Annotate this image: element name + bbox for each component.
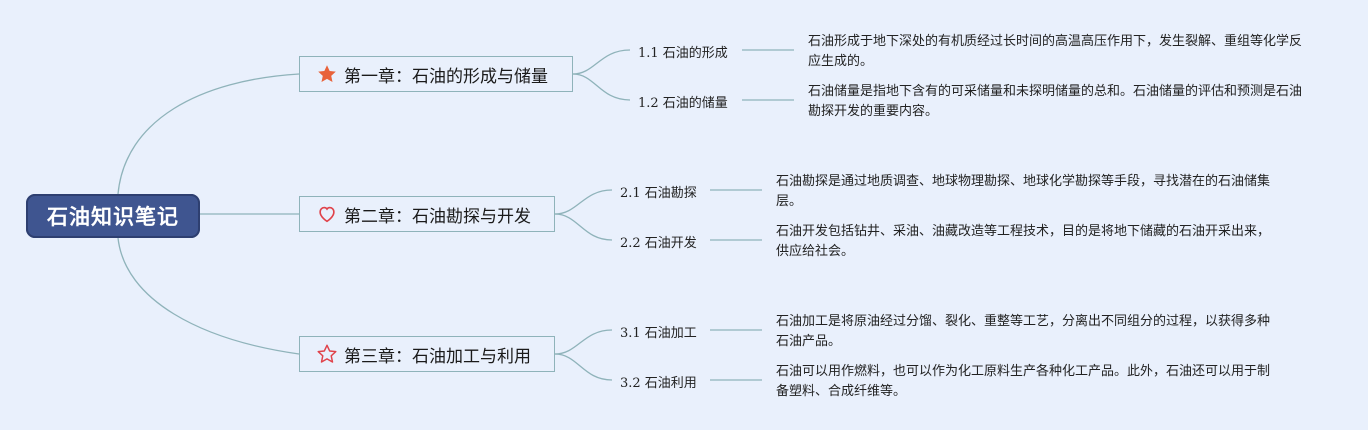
chapter-3-topic[interactable]: 第三章：石油加工与利用 [299, 336, 555, 372]
chapter-3-to-section-3-2-line [554, 353, 613, 381]
section-1-1-topic[interactable]: 1.1 石油的形成 [638, 46, 728, 61]
root-topic[interactable]: 石油知识笔记 [26, 194, 200, 238]
section-2-2-topic[interactable]: 2.2 石油开发 [620, 236, 697, 251]
chapter-3-to-section-3-1-line [554, 329, 613, 355]
chapter-2-topic[interactable]: 第二章：石油勘探与开发 [299, 196, 555, 232]
section-1-1-description[interactable]: 石油形成于地下深处的有机质经过长时间的高温高压作用下，发生裂解、重组等化学反应生… [808, 34, 1303, 69]
section-3-2-description[interactable]: 石油可以用作燃料，也可以作为化工原料生产各种化工产品。此外，石油还可以用于制备塑… [776, 364, 1271, 399]
section-1-2-topic[interactable]: 1.2 石油的储量 [638, 96, 728, 111]
section-2-2-description[interactable]: 石油开发包括钻井、采油、油藏改造等工程技术，目的是将地下储藏的石油开采出来，供应… [776, 224, 1271, 259]
section-3-1-topic[interactable]: 3.1 石油加工 [620, 326, 697, 341]
section-2-1-topic[interactable]: 2.1 石油勘探 [620, 186, 697, 201]
section-3-1-description[interactable]: 石油加工是将原油经过分馏、裂化、重整等工艺，分离出不同组分的过程，以获得多种石油… [776, 314, 1271, 349]
section-2-1-description[interactable]: 石油勘探是通过地质调查、地球物理勘探、地球化学勘探等手段，寻找潜在的石油储集层。 [776, 174, 1271, 209]
heart-outline-icon [316, 203, 338, 225]
root-to-chapter-3-line [117, 237, 300, 355]
filled-star-icon [316, 63, 338, 85]
chapter-1-label: 第一章：石油的形成与储量 [344, 66, 548, 87]
root-to-chapter-1-line [117, 73, 300, 195]
chapter-2-to-section-2-2-line [554, 213, 613, 241]
chapter-1-topic[interactable]: 第一章：石油的形成与储量 [299, 56, 573, 92]
chapter-1-to-section-1-2-line [572, 73, 631, 101]
section-1-2-description[interactable]: 石油储量是指地下含有的可采储量和未探明储量的总和。石油储量的评估和预测是石油勘探… [808, 84, 1303, 119]
chapter-2-label: 第二章：石油勘探与开发 [344, 206, 531, 227]
chapter-1-to-section-1-1-line [572, 49, 631, 75]
star-outline-icon [316, 343, 338, 365]
section-3-2-topic[interactable]: 3.2 石油利用 [620, 376, 697, 391]
chapter-2-to-section-2-1-line [554, 189, 613, 215]
chapter-3-label: 第三章：石油加工与利用 [344, 346, 531, 367]
root-topic-label: 石油知识笔记 [47, 205, 179, 229]
